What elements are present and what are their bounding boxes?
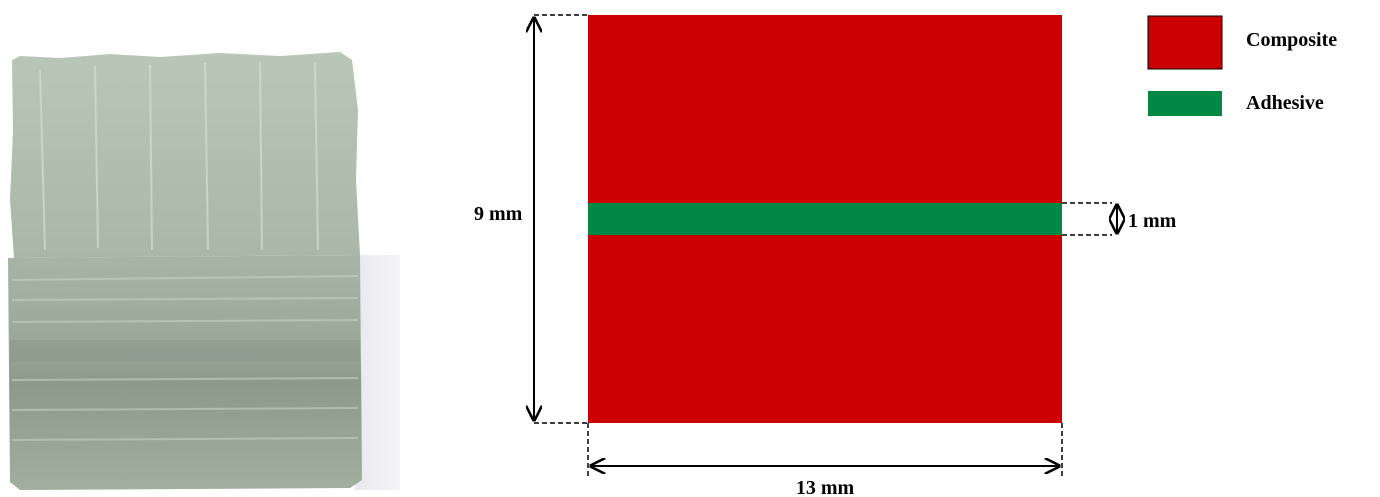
specimen-photo bbox=[8, 52, 400, 490]
legend-swatch-composite bbox=[1147, 15, 1223, 70]
specimen-bond-line bbox=[10, 340, 360, 362]
width-label: 13 mm bbox=[796, 477, 855, 497]
height-label: 9 mm bbox=[474, 203, 523, 225]
legend: Composite Adhesive bbox=[1147, 15, 1337, 116]
legend-swatch-adhesive bbox=[1148, 91, 1222, 116]
specimen-schematic: 9 mm 13 mm 1 mm bbox=[474, 14, 1177, 497]
legend-label-composite: Composite bbox=[1246, 29, 1337, 51]
specimen-bottom-texture bbox=[11, 275, 359, 441]
photo-shadow bbox=[355, 255, 400, 490]
adhesive-layer bbox=[588, 203, 1062, 235]
adhesive-thickness-label: 1 mm bbox=[1128, 210, 1177, 232]
specimen-top-block bbox=[10, 52, 360, 258]
specimen-bottom-block bbox=[8, 255, 362, 490]
legend-label-adhesive: Adhesive bbox=[1246, 92, 1324, 114]
specimen-top-texture bbox=[39, 61, 319, 251]
extension-lines bbox=[534, 14, 1112, 478]
